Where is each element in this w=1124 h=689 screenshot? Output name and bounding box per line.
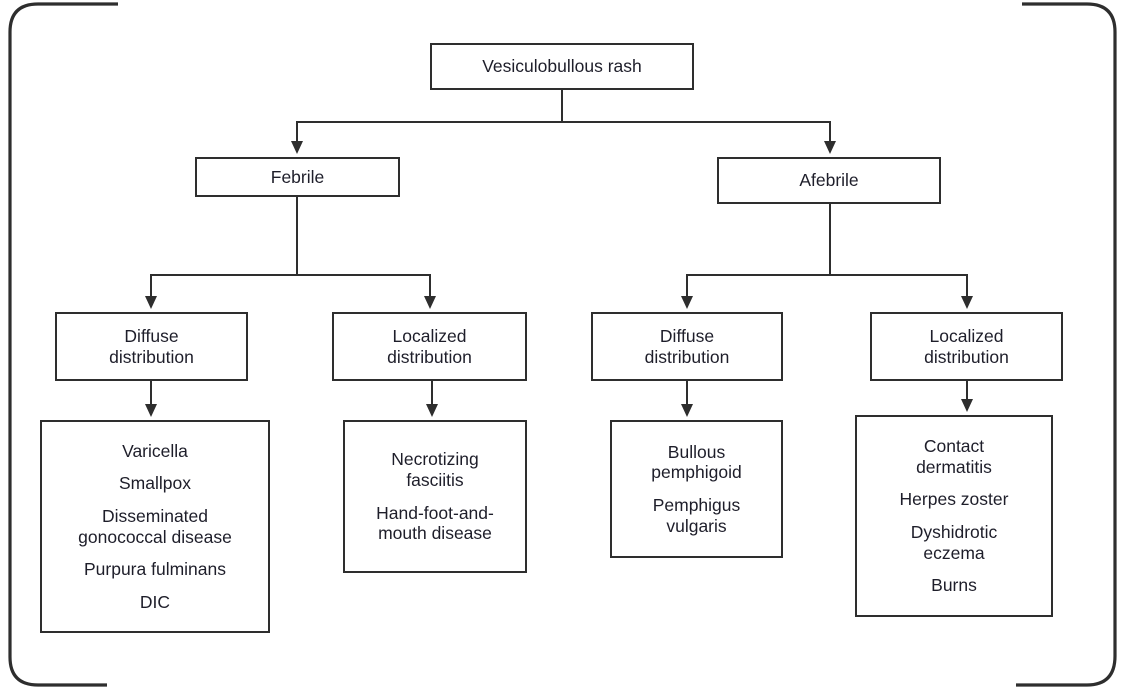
leaf-febrile-localized-diagnoses: Necrotizing fasciitis Hand-foot-and-mout… bbox=[343, 420, 527, 573]
leaf-afebrile-localized-diagnoses: Contact dermatitis Herpes zoster Dyshidr… bbox=[855, 415, 1053, 617]
leaf-item: Disseminated gonococcal disease bbox=[78, 505, 232, 547]
leaf-item: Contact dermatitis bbox=[916, 436, 992, 477]
node-afebrile: Afebrile bbox=[717, 157, 941, 204]
node-febrile-localized-distribution: Localized distribution bbox=[332, 312, 527, 381]
outer-frame bbox=[8, 2, 1117, 687]
leaf-item: Burns bbox=[931, 575, 977, 596]
leaf-item: Dyshidrotic eczema bbox=[910, 522, 998, 563]
leaf-item: Purpura fulminans bbox=[83, 559, 227, 580]
leaf-item: Smallpox bbox=[119, 473, 191, 494]
node-label: Diffuse distribution bbox=[644, 325, 730, 367]
node-afebrile-diffuse-distribution: Diffuse distribution bbox=[591, 312, 783, 381]
leaf-item: Pemphigus vulgaris bbox=[652, 495, 741, 536]
leaf-afebrile-diffuse-diagnoses: Bullous pemphigoid Pemphigus vulgaris bbox=[610, 420, 783, 558]
node-febrile-label: Febrile bbox=[270, 166, 325, 187]
node-febrile: Febrile bbox=[195, 157, 400, 197]
leaf-febrile-diffuse-diagnoses: Varicella Smallpox Disseminated gonococc… bbox=[40, 420, 270, 633]
node-label: Localized distribution bbox=[924, 325, 1009, 367]
leaf-item: Necrotizing fasciitis bbox=[391, 449, 479, 490]
node-afebrile-label: Afebrile bbox=[799, 170, 859, 191]
leaf-item: DIC bbox=[139, 591, 171, 612]
node-afebrile-localized-distribution: Localized distribution bbox=[870, 312, 1063, 381]
leaf-item: Herpes zoster bbox=[899, 489, 1009, 510]
node-root-label: Vesiculobullous rash bbox=[482, 56, 642, 77]
leaf-item: Bullous pemphigoid bbox=[651, 441, 742, 483]
leaf-item: Varicella bbox=[122, 440, 188, 461]
node-label: Localized distribution bbox=[387, 325, 472, 367]
node-root: Vesiculobullous rash bbox=[430, 43, 694, 90]
node-febrile-diffuse-distribution: Diffuse distribution bbox=[55, 312, 248, 381]
leaf-item: Hand-foot-and-mouth disease bbox=[376, 502, 494, 544]
node-label: Diffuse distribution bbox=[109, 325, 194, 367]
